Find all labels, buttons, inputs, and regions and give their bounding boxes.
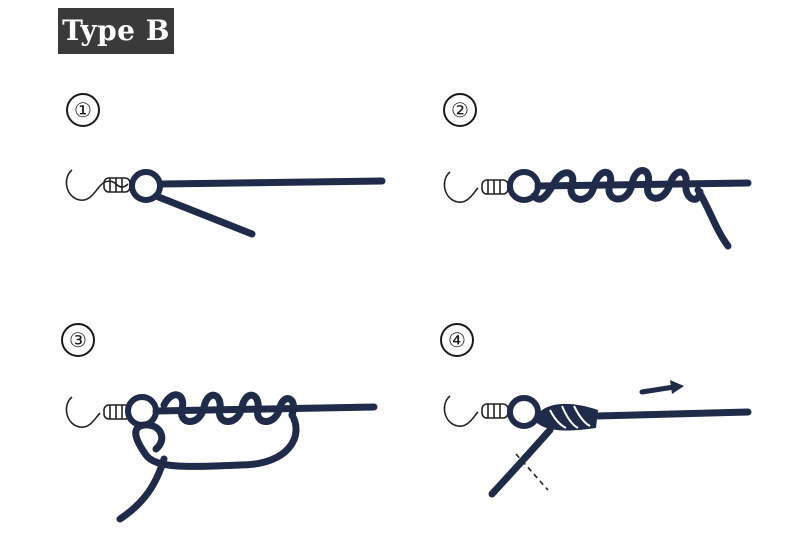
swivel-icon (443, 395, 509, 427)
page-title: Type B (58, 8, 174, 54)
step-number-3: ③ (61, 323, 95, 357)
step-number-1: ① (66, 93, 100, 127)
swivel-icon (65, 396, 131, 428)
hook-eye-icon (507, 395, 541, 429)
swivel-icon (65, 169, 131, 201)
step-number-2: ② (443, 93, 477, 127)
cut-mark-icon (515, 453, 549, 491)
step-2-diagram (443, 167, 752, 250)
step-4-diagram (443, 380, 752, 498)
step-3-diagram (65, 391, 378, 523)
arrow-right-icon (639, 380, 684, 395)
hook-eye-icon (125, 394, 159, 428)
step-number-4: ④ (440, 323, 474, 357)
step-1-diagram (65, 169, 386, 238)
swivel-icon (443, 171, 509, 203)
